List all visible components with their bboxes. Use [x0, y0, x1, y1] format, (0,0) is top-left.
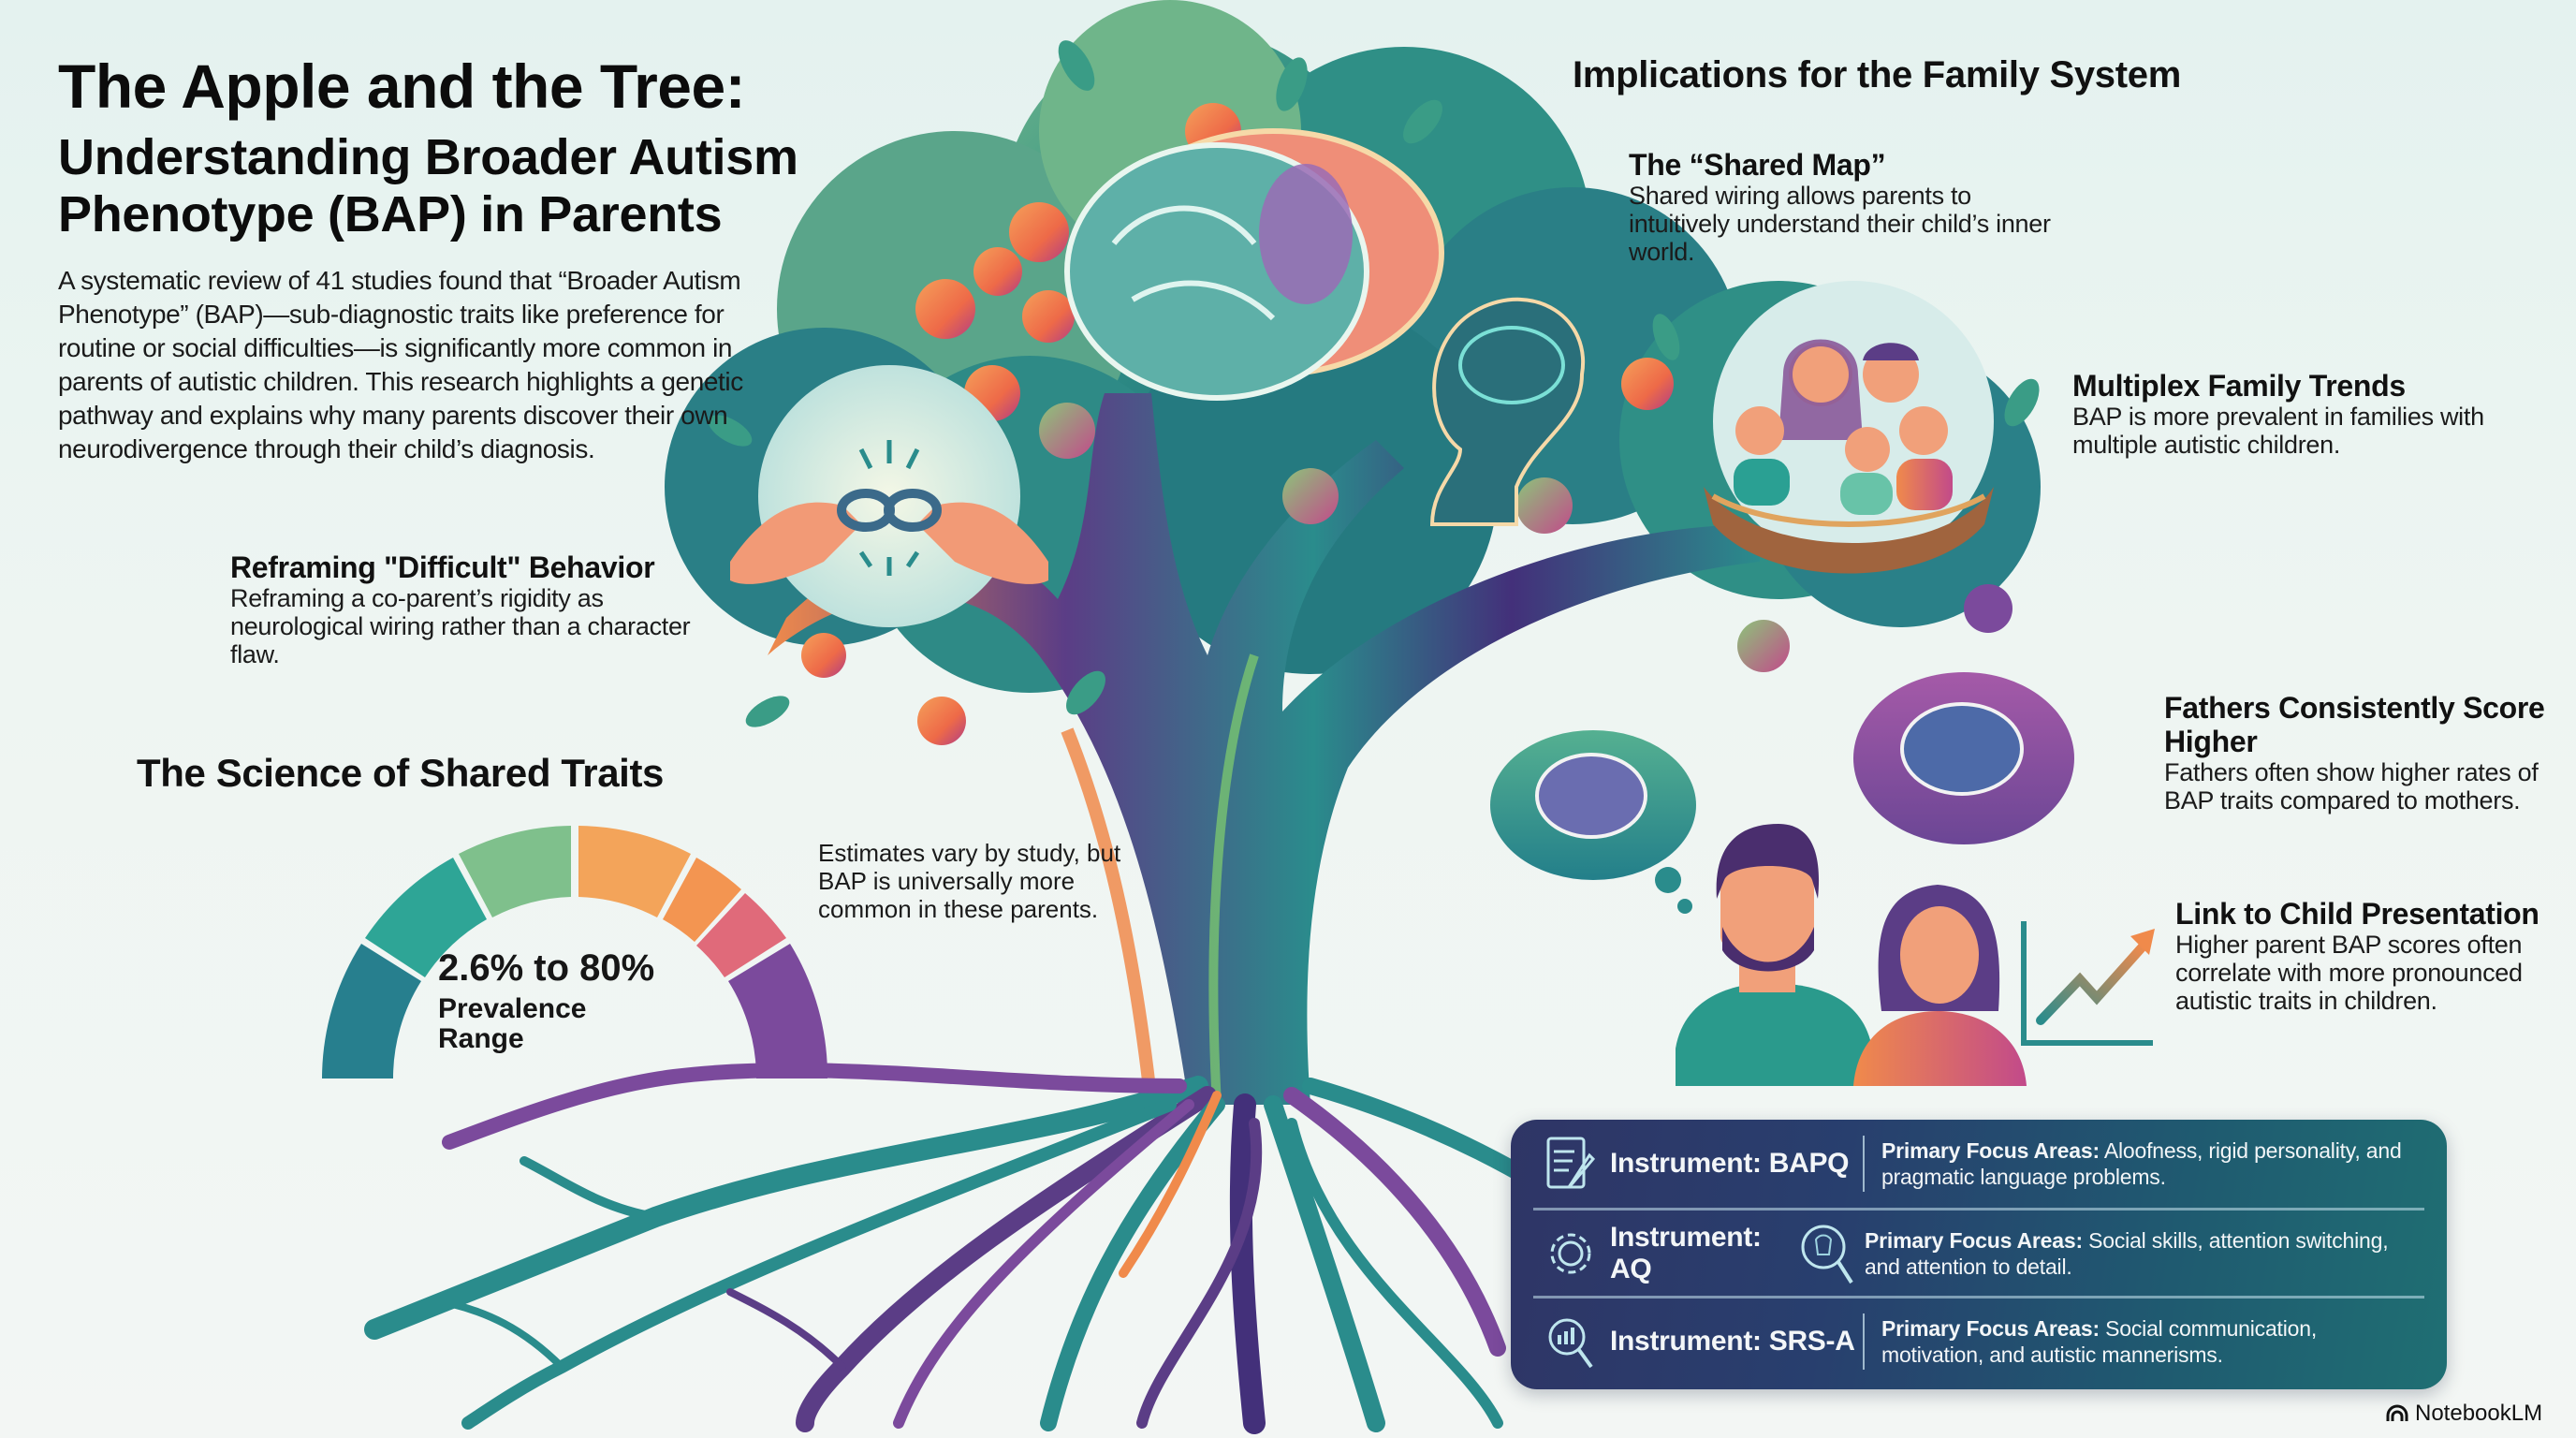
divider [1863, 1136, 1865, 1192]
glowing-brains [1064, 128, 1586, 526]
magnifier-chart-icon [1548, 1318, 1593, 1368]
page-title: The Apple and the Tree: [58, 51, 746, 121]
brand-logo: NotebookLM [2385, 1401, 2542, 1427]
focus-text: Social skills, attention switching, and … [1865, 1227, 2389, 1279]
fathers-body: Fathers often show higher rates of BAP t… [2164, 758, 2539, 814]
hands-breaking-chain [730, 365, 1048, 627]
instrument-row-bapq: Instrument: BAPQ Primary Focus Areas: Al… [1533, 1120, 2424, 1208]
magnifier-brain-icon [1801, 1225, 1853, 1284]
focus-label: Primary Focus Areas: [1865, 1227, 2083, 1253]
divider [1863, 1313, 1865, 1370]
gear-icon [1550, 1233, 1591, 1273]
family-in-nest [1704, 281, 1994, 574]
reframing-body: Reframing a co-parent’s rigidity as neur… [230, 584, 691, 668]
link-child-section: Link to Child Presentation Higher parent… [2175, 897, 2569, 1015]
estimate-note: Estimates vary by study, but BAP is univ… [818, 839, 1121, 923]
shared-map-title: The “Shared Map” [1629, 148, 1886, 182]
father-and-mother [1676, 824, 2027, 1086]
shared-map-body: Shared wiring allows parents to intuitiv… [1629, 182, 2051, 266]
gauge-label: Prevalence Range [438, 993, 587, 1054]
link-child-body: Higher parent BAP scores often correlate… [2175, 931, 2523, 1015]
instrument-focus: Primary Focus Areas: Social skills, atte… [1865, 1227, 2424, 1280]
multiplex-body: BAP is more prevalent in families with m… [2072, 403, 2484, 459]
fathers-section: Fathers Consistently Score Higher Father… [2164, 691, 2557, 814]
shared-map-section: The “Shared Map” Shared wiring allows pa… [1629, 148, 2069, 266]
focus-text: Social communication, motivation, and au… [1881, 1315, 2318, 1367]
notebooklm-icon [2386, 1404, 2408, 1421]
focus-text: Aloofness, rigid personality, and pragma… [1881, 1138, 2402, 1189]
instruments-panel: Instrument: BAPQ Primary Focus Areas: Al… [1511, 1120, 2447, 1389]
multiplex-section: Multiplex Family Trends BAP is more prev… [2072, 369, 2512, 459]
document-pencil-icon [1546, 1137, 1596, 1189]
link-child-title: Link to Child Presentation [2175, 897, 2539, 931]
roots [364, 1063, 1600, 1434]
instrument-row-aq: Instrument: AQ Primary Focus Areas: Soci… [1533, 1208, 2424, 1296]
instrument-focus: Primary Focus Areas: Aloofness, rigid pe… [1881, 1137, 2424, 1190]
instrument-name: Instrument: AQ [1610, 1221, 1762, 1284]
prevalence-gauge [322, 826, 828, 1078]
reframing-section: Reframing "Difficult" Behavior Reframing… [230, 550, 717, 668]
brand-name: NotebookLM [2415, 1401, 2543, 1426]
multiplex-title: Multiplex Family Trends [2072, 369, 2406, 403]
gauge-value: 2.6% to 80% [438, 947, 655, 989]
fathers-title: Fathers Consistently Score Higher [2164, 691, 2545, 758]
page-subtitle: Understanding Broader Autism Phenotype (… [58, 129, 798, 243]
intro-paragraph: A systematic review of 41 studies found … [58, 266, 743, 463]
implications-heading: Implications for the Family System [1573, 54, 2181, 95]
focus-label: Primary Focus Areas: [1881, 1315, 2100, 1341]
focus-label: Primary Focus Areas: [1881, 1138, 2100, 1163]
instrument-row-srs-a: Instrument: SRS-A Primary Focus Areas: S… [1533, 1296, 2424, 1384]
instrument-name: Instrument: SRS-A [1610, 1325, 1855, 1357]
reframing-title: Reframing "Difficult" Behavior [230, 550, 655, 584]
rising-trend-chart [2021, 921, 2155, 1046]
instrument-name: Instrument: BAPQ [1610, 1148, 1850, 1179]
instrument-focus: Primary Focus Areas: Social communicatio… [1881, 1315, 2424, 1368]
apples [801, 103, 2012, 745]
leaves [708, 40, 2040, 727]
science-title: The Science of Shared Traits [137, 751, 664, 795]
